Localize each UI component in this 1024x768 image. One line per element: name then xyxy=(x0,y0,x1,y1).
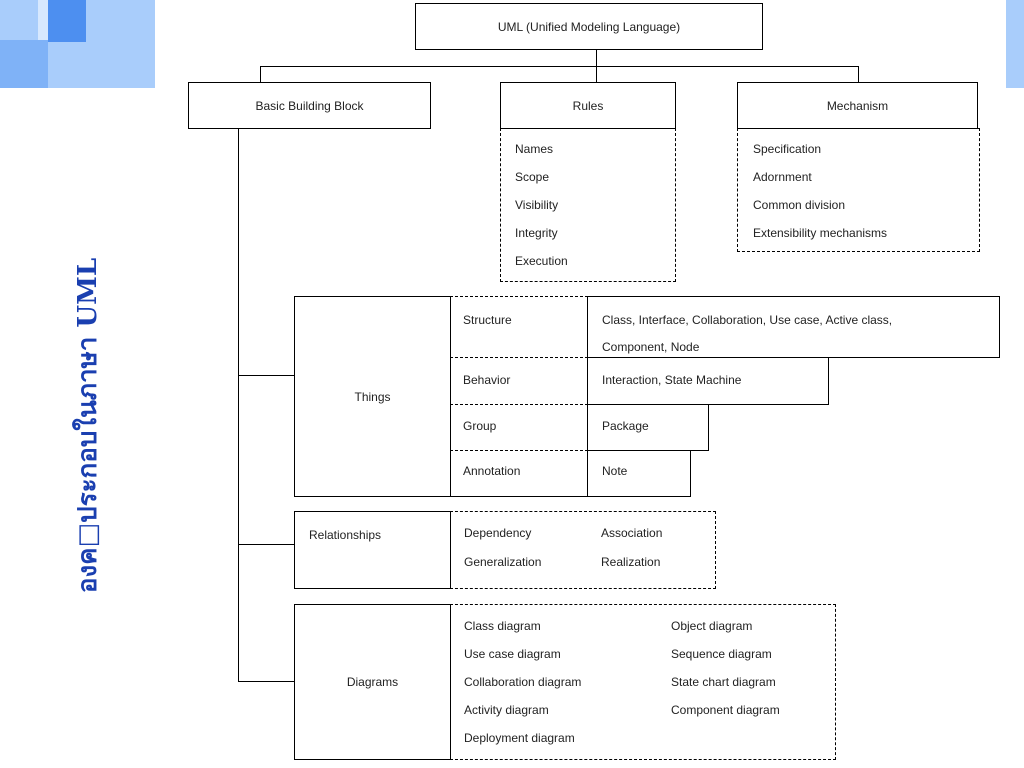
rules-item: Integrity xyxy=(515,226,558,240)
connector xyxy=(260,66,858,67)
group-value: Package xyxy=(602,419,649,433)
structure-value-box: Class, Interface, Collaboration, Use cas… xyxy=(587,296,1000,358)
deco-square-left-mid xyxy=(0,40,48,88)
relationships-label-box: Relationships xyxy=(294,511,451,589)
relationship-item: Dependency xyxy=(464,526,532,540)
relationship-item: Realization xyxy=(601,555,661,569)
relationship-item: Generalization xyxy=(464,555,542,569)
deco-square-right-light xyxy=(1006,0,1024,88)
diagram-item: Class diagram xyxy=(464,619,541,633)
deco-square-left-white xyxy=(38,0,48,40)
rules-item: Execution xyxy=(515,254,568,268)
row-divider xyxy=(450,496,588,497)
relationships-label: Relationships xyxy=(309,528,382,542)
row-divider xyxy=(450,404,588,405)
rules-item: Names xyxy=(515,142,554,156)
row-divider xyxy=(450,357,588,358)
things-row-name: Annotation xyxy=(463,464,521,478)
connector xyxy=(858,66,859,82)
diagram-item: Sequence diagram xyxy=(671,647,772,661)
diagram-item: State chart diagram xyxy=(671,675,776,689)
deco-square-left-dark xyxy=(48,0,86,42)
annotation-value: Note xyxy=(602,464,628,478)
things-label-box: Things xyxy=(294,296,451,497)
behavior-value-box: Interaction, State Machine xyxy=(587,357,829,405)
rules-item: Visibility xyxy=(515,198,559,212)
diagram-item: Deployment diagram xyxy=(464,731,575,745)
slide-title-text: องค□ประกอบในภาษา UML xyxy=(73,257,104,593)
trunk-line xyxy=(238,129,239,681)
structure-value-line: Class, Interface, Collaboration, Use cas… xyxy=(602,313,893,327)
mechanism-item: Adornment xyxy=(753,170,812,184)
rules-item: Scope xyxy=(515,170,550,184)
row-divider xyxy=(450,296,588,297)
row-divider xyxy=(450,450,588,451)
uml-diagram: UML (Unified Modeling Language) Basic Bu… xyxy=(178,0,1006,768)
behavior-value: Interaction, State Machine xyxy=(602,373,742,387)
things-row-name: Structure xyxy=(463,313,512,327)
rules-node: Rules xyxy=(500,82,676,129)
diagram-item: Activity diagram xyxy=(464,703,549,717)
things-row-name: Group xyxy=(463,419,497,433)
diagram-item: Component diagram xyxy=(671,703,780,717)
diagram-item: Object diagram xyxy=(671,619,753,633)
relationships-list: Dependency Association Generalization Re… xyxy=(450,511,716,589)
mechanism-node: Mechanism xyxy=(737,82,978,129)
things-row-name: Behavior xyxy=(463,373,511,387)
mechanism-item: Extensibility mechanisms xyxy=(753,226,888,240)
root-node: UML (Unified Modeling Language) xyxy=(415,3,763,50)
diagrams-list: Class diagram Use case diagram Collabora… xyxy=(450,604,836,760)
diagram-item: Use case diagram xyxy=(464,647,561,661)
mechanism-list: Specification Adornment Common division … xyxy=(737,128,980,252)
mechanism-item: Common division xyxy=(753,198,846,212)
group-value-box: Package xyxy=(587,404,709,451)
connector xyxy=(596,50,597,67)
annotation-value-box: Note xyxy=(587,450,691,497)
branch-things xyxy=(238,375,294,376)
rules-list: Names Scope Visibility Integrity Executi… xyxy=(500,128,676,282)
diagram-item: Collaboration diagram xyxy=(464,675,582,689)
branch-relationships xyxy=(238,544,294,545)
diagrams-label-box: Diagrams xyxy=(294,604,451,760)
connector xyxy=(596,66,597,82)
slide-title: องค□ประกอบในภาษา UML xyxy=(18,190,158,660)
basic-building-block-node: Basic Building Block xyxy=(188,82,431,129)
mechanism-item: Specification xyxy=(753,142,822,156)
connector xyxy=(260,66,261,82)
branch-diagrams xyxy=(238,681,294,682)
structure-value-line: Component, Node xyxy=(602,340,700,354)
relationship-item: Association xyxy=(601,526,663,540)
